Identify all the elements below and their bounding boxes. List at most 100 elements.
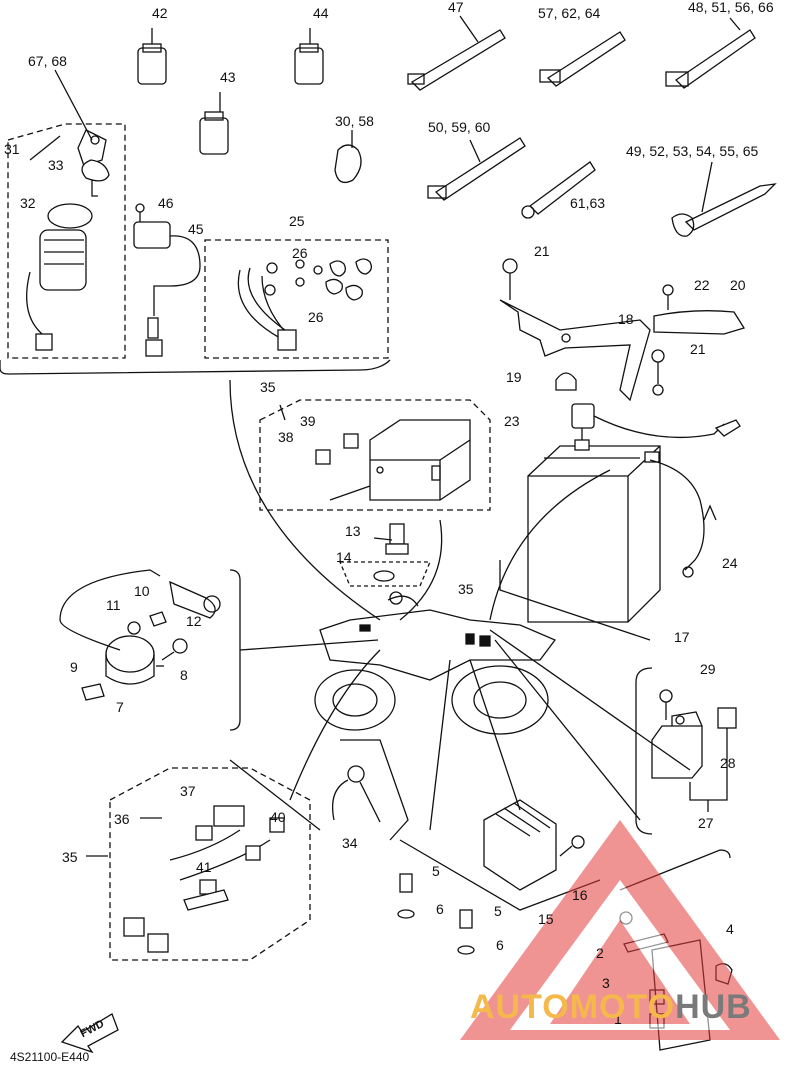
callout-37: 37 bbox=[180, 783, 196, 799]
callout-2: 2 bbox=[596, 945, 604, 961]
ignition-coil-icon bbox=[59, 569, 164, 685]
callout-3: 3 bbox=[602, 975, 610, 991]
main-switch-icon bbox=[26, 203, 93, 351]
callout-16: 16 bbox=[572, 887, 588, 903]
connector-42-icon bbox=[137, 28, 167, 85]
callout-33: 33 bbox=[48, 157, 64, 173]
callout-22: 22 bbox=[694, 277, 710, 293]
nut-11-icon bbox=[127, 621, 141, 635]
callout-42: 42 bbox=[152, 5, 168, 21]
bolt-21b-icon bbox=[651, 349, 665, 384]
callout-4: 4 bbox=[726, 921, 734, 937]
fuse-28-icon bbox=[717, 707, 737, 760]
connector-44-icon bbox=[294, 28, 324, 85]
callout-25: 25 bbox=[289, 213, 305, 229]
harness-group-box bbox=[204, 239, 389, 359]
cable-tie-50-icon bbox=[427, 137, 526, 201]
callout-47: 47 bbox=[448, 0, 464, 15]
cable-tie-61-icon bbox=[521, 161, 596, 219]
spark-cap-12-icon bbox=[169, 580, 221, 619]
callout-21b: 21 bbox=[690, 341, 706, 357]
harness-lower-box bbox=[109, 767, 311, 961]
bolt-5b-icon bbox=[459, 909, 473, 929]
callout-1: 1 bbox=[614, 1011, 622, 1027]
cover-20-icon bbox=[653, 310, 746, 335]
callout-11: 11 bbox=[106, 597, 121, 613]
callout-45: 45 bbox=[188, 221, 204, 237]
bolt-5a-icon bbox=[399, 873, 413, 893]
callout-19: 19 bbox=[506, 369, 522, 385]
callout-50: 50, 59, 60 bbox=[428, 119, 491, 135]
connector-37-icon bbox=[195, 805, 245, 841]
callout-32: 32 bbox=[20, 195, 36, 211]
callout-6a: 6 bbox=[436, 901, 444, 917]
bolt-16-icon bbox=[559, 835, 585, 857]
bolt-29-icon bbox=[659, 689, 673, 720]
callout-67: 67, 68 bbox=[28, 53, 67, 69]
watermark-part1: AUTOMOTO bbox=[470, 988, 676, 1026]
cable-tie-48-icon bbox=[665, 17, 756, 89]
clamp-30-icon bbox=[334, 130, 362, 184]
callout-48: 48, 51, 56, 66 bbox=[688, 0, 774, 15]
sensor-34-icon bbox=[331, 765, 381, 823]
callout-26a: 26 bbox=[292, 245, 308, 261]
fuse-39-icon bbox=[343, 433, 359, 449]
bolt-21-icon bbox=[502, 258, 518, 300]
callout-21a: 21 bbox=[534, 243, 550, 259]
atv-icon bbox=[314, 591, 557, 735]
callout-14: 14 bbox=[336, 549, 352, 565]
fuse-group-box bbox=[259, 399, 491, 511]
callout-41: 41 bbox=[196, 859, 212, 875]
callout-12: 12 bbox=[186, 613, 202, 629]
callout-28: 28 bbox=[720, 755, 736, 771]
connector-43-icon bbox=[199, 92, 229, 155]
washer-14-icon bbox=[373, 570, 395, 582]
callout-17: 17 bbox=[674, 629, 690, 645]
rectifier-regulator-icon bbox=[483, 799, 557, 891]
ignition-cap-icon bbox=[81, 159, 110, 182]
callout-20: 20 bbox=[730, 277, 746, 293]
watermark-part2: HUB bbox=[675, 988, 752, 1026]
washer-6a-icon bbox=[397, 909, 415, 919]
callout-5b: 5 bbox=[494, 903, 502, 919]
pin-9-icon bbox=[81, 683, 105, 701]
diagram-code: 4S21100-E440 bbox=[10, 1050, 90, 1064]
callout-35a: 35 bbox=[260, 379, 276, 395]
sensor-13-icon bbox=[373, 523, 409, 555]
wire-harness-icon bbox=[237, 258, 372, 351]
callout-24: 24 bbox=[722, 555, 738, 571]
callout-10: 10 bbox=[134, 583, 150, 599]
callout-7: 7 bbox=[116, 699, 124, 715]
callout-31: 31 bbox=[4, 141, 20, 157]
relay-45-icon bbox=[133, 203, 201, 357]
callout-30: 30, 58 bbox=[335, 113, 374, 129]
callout-61: 61,63 bbox=[570, 195, 606, 211]
battery-bracket-icon bbox=[499, 299, 664, 402]
watermark-text: AUTOMOTOHUB bbox=[470, 990, 752, 1024]
grommet-19-icon bbox=[555, 372, 577, 391]
callout-43: 43 bbox=[220, 69, 236, 85]
fuse-38-icon bbox=[315, 449, 331, 465]
starter-relay-icon bbox=[651, 711, 703, 779]
callout-15: 15 bbox=[538, 911, 554, 927]
callout-27: 27 bbox=[698, 815, 714, 831]
fwd-arrow-icon bbox=[60, 1013, 119, 1054]
callout-6b: 6 bbox=[496, 937, 504, 953]
cable-tie-57-icon bbox=[539, 31, 626, 87]
battery-icon bbox=[527, 439, 661, 623]
watermark-logo-icon bbox=[460, 820, 780, 1040]
callout-35b: 35 bbox=[458, 581, 474, 597]
callout-39: 39 bbox=[300, 413, 316, 429]
harness-lower-icon bbox=[123, 817, 285, 953]
callout-26b: 26 bbox=[308, 309, 324, 325]
bolt-10-icon bbox=[149, 611, 167, 627]
callout-40: 40 bbox=[270, 809, 286, 825]
callout-9: 9 bbox=[70, 659, 78, 675]
callout-29: 29 bbox=[700, 661, 716, 677]
callout-44: 44 bbox=[313, 5, 329, 21]
cable-tie-49-icon bbox=[671, 161, 777, 237]
callout-18: 18 bbox=[618, 311, 634, 327]
callout-5a: 5 bbox=[432, 863, 440, 879]
